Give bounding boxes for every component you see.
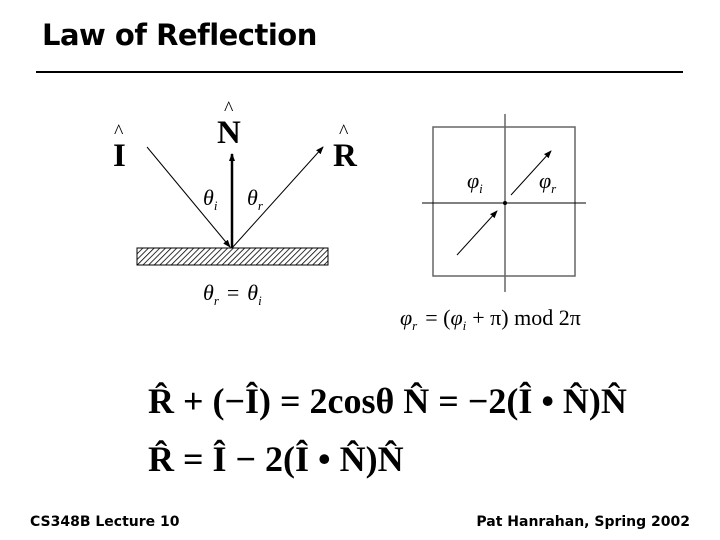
reflected-ray (231, 146, 324, 249)
footer-author: Pat Hanrahan, Spring 2002 (476, 514, 690, 530)
azimuth-diagram: φi φr φr= (φi+ π) mod 2π (400, 114, 586, 333)
reflected-arrow (510, 150, 552, 196)
title-divider (36, 71, 683, 73)
square-frame (432, 126, 576, 277)
reflected-label: R (333, 138, 358, 174)
reflection-equation-1: R̂ + (−Î) = 2cosθ N̂ = −2(Î • N̂)N̂ (148, 381, 627, 421)
reflection-diagram: I ^ N ^ R ^ θi θr θr=θi (113, 98, 358, 308)
reflection-equation-2: R̂ = Î − 2(Î • N̂)N̂ (148, 439, 404, 479)
slide-title: Law of Reflection (42, 18, 317, 52)
normal-label: N (217, 115, 241, 151)
surface (136, 247, 329, 266)
footer-course: CS348B Lecture 10 (30, 514, 180, 530)
angle-equality: θr=θi (203, 280, 262, 308)
azimuth-equation: φr= (φi+ π) mod 2π (400, 305, 581, 333)
phi-r-label: φr (539, 168, 557, 196)
incident-label: I (113, 138, 126, 174)
incident-arrow (456, 210, 498, 256)
hat: ^ (224, 98, 234, 120)
theta-r-label: θr (247, 185, 264, 213)
hat: ^ (339, 121, 349, 143)
phi-i-label: φi (467, 168, 483, 196)
theta-i-label: θi (203, 185, 218, 213)
incident-ray (146, 146, 231, 248)
hat: ^ (114, 121, 124, 143)
origin-dot (503, 201, 507, 205)
